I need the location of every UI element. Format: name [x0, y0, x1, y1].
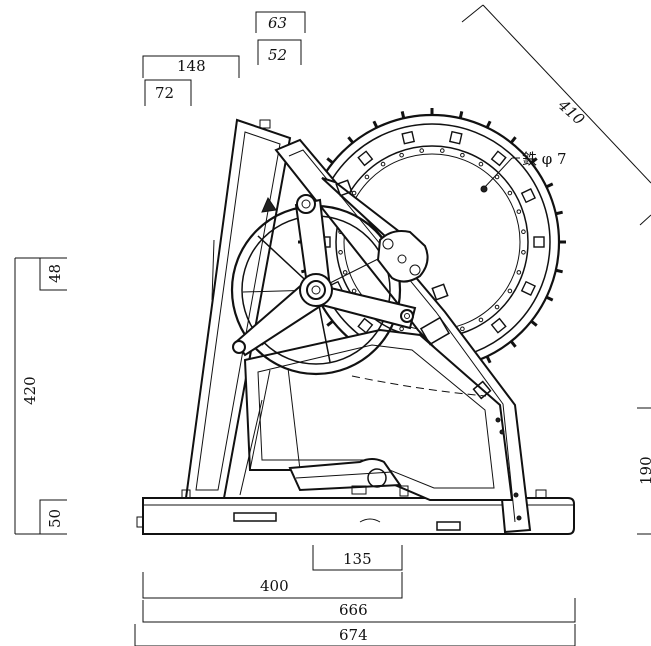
drum-tooth: [372, 120, 379, 129]
drum-window: [490, 150, 507, 167]
drum-tooth: [545, 295, 554, 302]
drum-hole: [460, 152, 465, 158]
drum-hole: [440, 148, 445, 153]
diagonal-brace: [181, 138, 547, 534]
drum-hole: [419, 148, 424, 153]
drum-hole: [460, 326, 465, 332]
drum-tooth: [555, 268, 563, 274]
drum-hole: [494, 174, 500, 180]
drum-hole: [516, 270, 522, 275]
dim-666: 666: [339, 601, 368, 619]
dim-400: 400: [260, 577, 289, 595]
drum-window: [533, 236, 545, 248]
dim-50: 50: [46, 509, 64, 528]
drum-window: [401, 130, 416, 145]
dim-674: 674: [339, 626, 368, 644]
drum-hole: [338, 250, 343, 255]
dim-148: 148: [177, 57, 206, 75]
drum-hole: [478, 317, 484, 323]
drum-hole: [342, 270, 348, 275]
drum-tooth: [326, 320, 334, 327]
drum-hole: [478, 161, 484, 167]
dim-410: 410: [554, 95, 588, 129]
drum-tooth: [510, 340, 517, 348]
drum-window: [357, 150, 374, 167]
drum-tooth: [485, 355, 492, 364]
dim-190: 190: [637, 456, 651, 485]
drum-hole: [507, 190, 513, 196]
machine: [136, 108, 575, 535]
drum-window: [448, 130, 463, 145]
drum-hole: [516, 209, 522, 214]
drum-hole: [521, 229, 526, 234]
dimension-labels: 63 52 148 72 410 鉄 φ 7 48 420 50 190 135…: [21, 14, 651, 644]
drum-hole: [364, 174, 370, 180]
drum-window: [520, 280, 537, 297]
drum-tooth: [530, 157, 538, 164]
crank-linkage: [232, 177, 492, 400]
dim-420: 420: [21, 376, 39, 405]
drum-hole: [494, 304, 500, 310]
drum-tooth: [530, 320, 538, 327]
drum-tooth: [458, 111, 464, 119]
drum-tooth: [347, 136, 354, 144]
dim-63: 63: [268, 14, 287, 32]
dim-48: 48: [46, 264, 64, 283]
drum-tooth: [326, 157, 334, 164]
drum-hole: [507, 288, 513, 294]
drum-tooth: [400, 111, 406, 119]
base: [136, 497, 575, 535]
drum-window: [357, 317, 374, 334]
dim-72: 72: [155, 84, 174, 102]
iron-rod-7mm: [480, 185, 488, 193]
left-upright: [184, 118, 292, 499]
drum-tooth: [485, 120, 492, 129]
drum-hole: [399, 326, 404, 332]
drum-hole: [380, 161, 386, 167]
drum-tooth: [555, 210, 563, 216]
drum-hole: [521, 250, 526, 255]
drum-window: [520, 187, 537, 204]
drum-tooth: [545, 182, 554, 189]
dimension-lines: [14, 4, 651, 646]
drum-hole: [351, 288, 357, 294]
drum-tooth: [510, 136, 517, 144]
drum-window: [490, 317, 507, 334]
dim-135: 135: [343, 550, 372, 568]
drum-hole: [399, 152, 404, 158]
drum-hole: [351, 190, 357, 196]
dim-52: 52: [268, 46, 287, 64]
